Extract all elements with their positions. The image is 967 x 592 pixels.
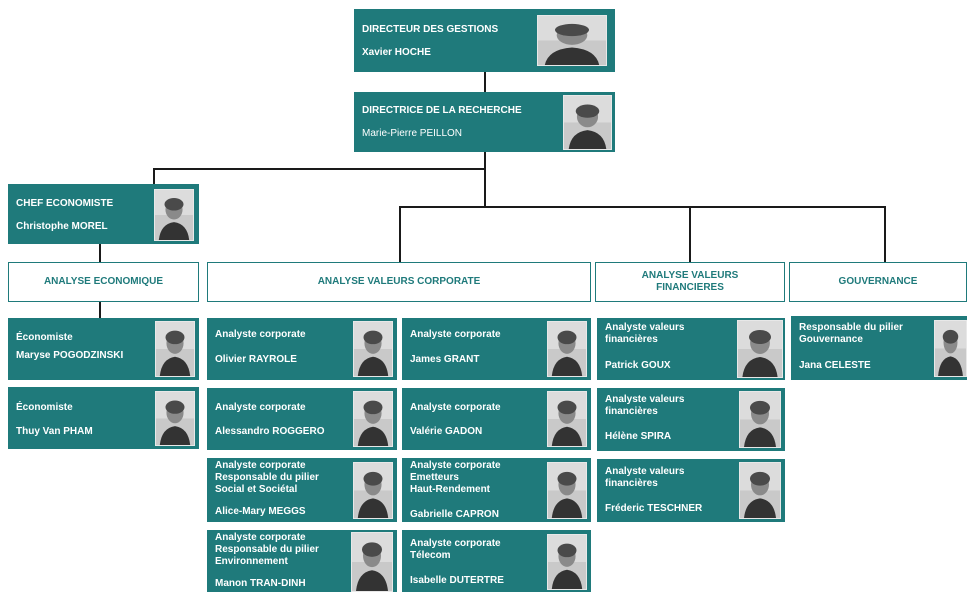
- portrait-photo: [547, 321, 587, 377]
- card-role: Économiste: [16, 332, 73, 343]
- card-role: Analyste corporate: [410, 402, 501, 413]
- financial-analyst-card: Analyste valeurs financières Fréderic TE…: [597, 459, 785, 522]
- card-role: Analyste corporate Responsable du pilier…: [215, 460, 319, 495]
- card-role: Analyste valeurs financières: [605, 394, 685, 417]
- corporate-analyst-card: Analyste corporate Télecom Isabelle DUTE…: [402, 530, 591, 592]
- portrait-photo: [353, 462, 393, 519]
- chief-economist-title: CHEF ECONOMISTE: [16, 198, 114, 209]
- financial-analyst-card: Analyste valeurs financières Hélène SPIR…: [597, 388, 785, 451]
- card-role: Analyste corporate: [410, 329, 501, 340]
- connector-line: [153, 168, 485, 170]
- governance-card: Responsable du pilier Gouvernance Jana C…: [791, 316, 967, 380]
- connector-line: [99, 244, 101, 262]
- portrait-photo: [353, 391, 393, 447]
- corporate-analyst-card: Analyste corporate Responsable du pilier…: [207, 458, 397, 522]
- economist-card: Économiste Maryse POGODZINSKI: [8, 318, 199, 380]
- portrait-photo: [739, 391, 781, 448]
- card-name: Isabelle DUTERTRE: [410, 575, 504, 586]
- card-name: Alessandro ROGGERO: [215, 426, 325, 437]
- card-name: Jana CELESTE: [799, 360, 871, 371]
- portrait-photo: [547, 391, 587, 447]
- card-name: Alice-Mary MEGGS: [215, 506, 306, 517]
- director-name: Xavier HOCHE: [362, 47, 431, 58]
- corporate-analyst-card: Analyste corporate Alessandro ROGGERO: [207, 388, 397, 450]
- portrait-photo: [563, 95, 612, 150]
- card-name: Maryse POGODZINSKI: [16, 350, 124, 361]
- card-role: Analyste corporate Emetteurs Haut-Rendem…: [410, 460, 501, 495]
- chief-economist-name: Christophe MOREL: [16, 221, 108, 232]
- header-gouvernance: GOUVERNANCE: [789, 262, 967, 302]
- financial-analyst-card: Analyste valeurs financières Patrick GOU…: [597, 318, 785, 380]
- portrait-photo: [155, 321, 195, 377]
- connector-line: [484, 152, 486, 206]
- card-role: Responsable du pilier Gouvernance: [799, 322, 903, 345]
- header-analyse-corporate: ANALYSE VALEURS CORPORATE: [207, 262, 591, 302]
- portrait-photo: [547, 462, 587, 519]
- card-name: Patrick GOUX: [605, 360, 671, 371]
- connector-line: [884, 206, 886, 262]
- card-name: James GRANT: [410, 354, 480, 365]
- research-director-name: Marie-Pierre PEILLON: [362, 128, 463, 139]
- card-name: Fréderic TESCHNER: [605, 503, 703, 514]
- corporate-analyst-card: Analyste corporate Olivier RAYROLE: [207, 318, 397, 380]
- header-analyse-financieres: ANALYSE VALEURS FINANCIERES: [595, 262, 785, 302]
- economist-card: Économiste Thuy Van PHAM: [8, 387, 199, 449]
- corporate-analyst-card: Analyste corporate James GRANT: [402, 318, 591, 380]
- research-director-box: DIRECTRICE DE LA RECHERCHE Marie-Pierre …: [354, 92, 615, 152]
- card-name: Hélène SPIRA: [605, 431, 672, 442]
- card-role: Analyste corporate: [215, 402, 306, 413]
- portrait-photo: [351, 532, 393, 592]
- portrait-photo: [537, 15, 607, 66]
- card-name: Thuy Van PHAM: [16, 426, 93, 437]
- director-box: DIRECTEUR DES GESTIONS Xavier HOCHE: [354, 9, 615, 72]
- connector-line: [153, 168, 155, 184]
- card-role: Analyste valeurs financières: [605, 322, 685, 345]
- corporate-analyst-card: Analyste corporate Emetteurs Haut-Rendem…: [402, 458, 591, 522]
- director-title: DIRECTEUR DES GESTIONS: [362, 24, 499, 35]
- connector-line: [689, 206, 691, 262]
- portrait-photo: [547, 534, 587, 590]
- header-analyse-economique: ANALYSE ECONOMIQUE: [8, 262, 199, 302]
- card-role: Analyste valeurs financières: [605, 466, 685, 489]
- card-name: Manon TRAN-DINH: [215, 578, 306, 589]
- connector-line: [399, 206, 885, 208]
- connector-line: [484, 72, 486, 92]
- card-role: Économiste: [16, 402, 73, 413]
- card-name: Olivier RAYROLE: [215, 354, 297, 365]
- portrait-photo: [739, 462, 781, 519]
- connector-line: [399, 206, 401, 262]
- connector-line: [99, 302, 101, 318]
- portrait-photo: [934, 320, 967, 377]
- card-role: Analyste corporate: [215, 329, 306, 340]
- research-director-title: DIRECTRICE DE LA RECHERCHE: [362, 105, 522, 116]
- portrait-photo: [155, 391, 195, 446]
- portrait-photo: [353, 321, 393, 377]
- card-name: Valérie GADON: [410, 426, 483, 437]
- portrait-photo: [737, 320, 783, 378]
- corporate-analyst-card: Analyste corporate Valérie GADON: [402, 388, 591, 450]
- card-name: Gabrielle CAPRON: [410, 509, 499, 520]
- chief-economist-box: CHEF ECONOMISTE Christophe MOREL: [8, 184, 199, 244]
- card-role: Analyste corporate Télecom: [410, 538, 501, 561]
- portrait-photo: [154, 189, 194, 241]
- corporate-analyst-card: Analyste corporate Responsable du pilier…: [207, 530, 397, 592]
- card-role: Analyste corporate Responsable du pilier…: [215, 532, 319, 567]
